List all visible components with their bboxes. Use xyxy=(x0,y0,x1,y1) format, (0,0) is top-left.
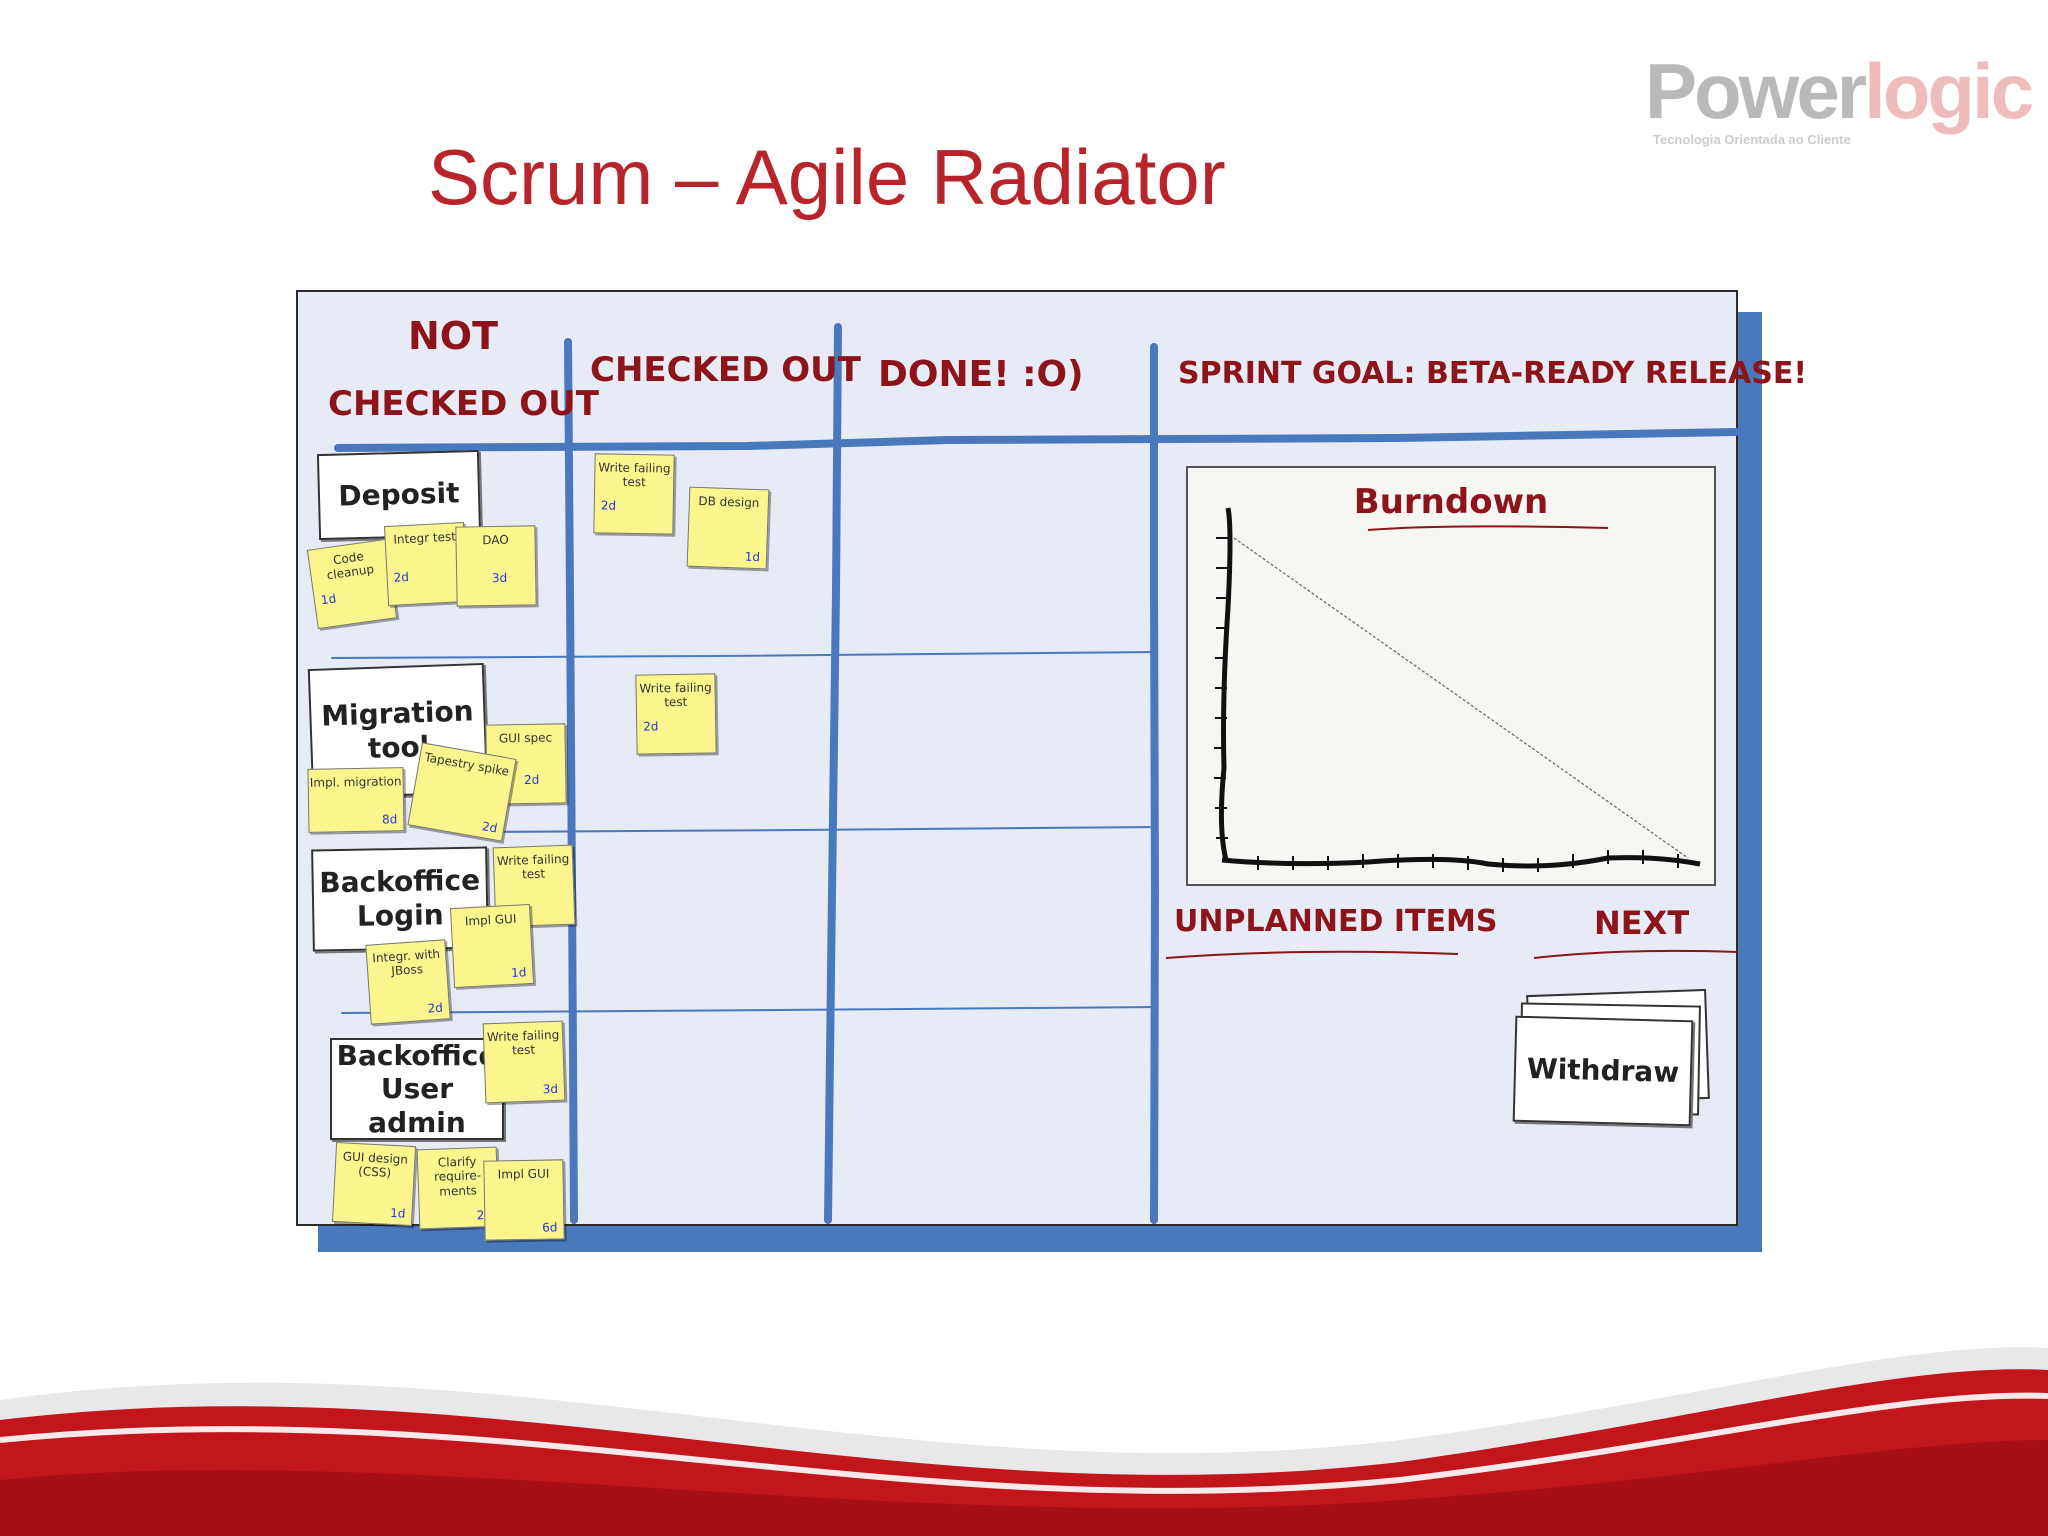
burndown-title: Burndown xyxy=(1353,482,1549,522)
burndown-x-axis xyxy=(1221,855,1701,869)
next-card-label: Withdraw xyxy=(1526,1052,1680,1090)
task-text: Write failing test xyxy=(598,460,671,490)
burndown-ideal-line xyxy=(1233,537,1689,859)
story-title: Backoffice xyxy=(336,1038,498,1072)
task-estimate: 1d xyxy=(744,549,761,564)
task-note-tapestry-spike: Tapestry spike 2d xyxy=(407,742,517,842)
story-title: Deposit xyxy=(337,476,460,513)
powerlogic-logo: Powerlogic Tecnologia Orientada ao Clien… xyxy=(1645,52,2034,152)
task-note-impl-gui-user-admin: Impl GUI 6d xyxy=(483,1159,565,1241)
header-divider-line xyxy=(334,428,1740,452)
task-estimate: 1d xyxy=(389,1205,406,1221)
column-header-not-checked-out-line1: Not xyxy=(408,314,499,358)
task-estimate: 3d xyxy=(542,1081,559,1096)
task-note-write-failing-test-deposit: Write failing test 2d xyxy=(593,453,675,535)
task-text: Write failing test xyxy=(496,851,570,882)
task-estimate: 2d xyxy=(480,818,499,836)
burndown-title-underline xyxy=(1367,525,1609,531)
story-card-backoffice-user-admin: Backoffice User admin xyxy=(330,1038,504,1140)
column-header-not-checked-out-line2: checked out xyxy=(328,384,599,424)
next-card-withdraw: Withdraw xyxy=(1512,1015,1694,1127)
task-estimate: 2d xyxy=(643,719,659,734)
task-estimate: 2d xyxy=(427,1000,444,1016)
task-estimate: 8d xyxy=(381,811,398,827)
burndown-y-ticks xyxy=(1214,537,1228,839)
slide-title: Scrum – Agile Radiator xyxy=(428,133,1226,221)
task-text: Integr. with JBoss xyxy=(371,946,441,979)
task-text: Impl GUI xyxy=(464,911,517,929)
task-text: Impl. migration xyxy=(309,774,402,790)
task-estimate: 2d xyxy=(523,772,540,787)
task-note-impl-migration: Impl. migration 8d xyxy=(307,767,405,833)
task-text: DB design xyxy=(698,493,760,511)
column-divider-1 xyxy=(564,338,578,1224)
story-title: Backoffice xyxy=(319,864,481,900)
unplanned-items-label: Unplanned items xyxy=(1174,904,1498,939)
next-label: Next xyxy=(1594,904,1690,942)
task-note-impl-gui-login: Impl GUI 1d xyxy=(449,903,535,989)
task-estimate: 2d xyxy=(393,569,410,585)
column-header-done: Done! :o) xyxy=(878,354,1084,395)
board-grid-lines xyxy=(331,323,1740,1224)
task-note-integr-with-jboss: Integr. with JBoss 2d xyxy=(365,939,451,1025)
logo-logic-text: logic xyxy=(1864,47,2034,135)
task-text: Clarify require-ments xyxy=(433,1154,482,1199)
task-note-db-design: DB design 1d xyxy=(686,486,770,570)
logo-tagline: Tecnologia Orientada ao Cliente xyxy=(1653,132,1851,147)
task-board: Not checked out Checked out Done! :o) Sp… xyxy=(296,290,1807,1241)
task-note-code-cleanup: Code cleanup 1d xyxy=(306,538,398,630)
burndown-chart: Burndown xyxy=(1186,466,1716,886)
burndown-x-ticks xyxy=(1257,850,1679,872)
task-text: Write failing test xyxy=(639,680,712,710)
column-divider-3 xyxy=(1150,343,1160,1224)
task-note-gui-design-css: GUI design (CSS) 1d xyxy=(331,1141,417,1227)
story-title: Migration xyxy=(320,694,475,734)
task-estimate: 1d xyxy=(510,964,527,980)
task-note-dao: DAO 3d xyxy=(455,525,537,607)
task-estimate: 6d xyxy=(542,1220,558,1235)
task-text: Impl GUI xyxy=(497,1166,550,1182)
task-estimate: 3d xyxy=(491,570,508,585)
logo-power-text: Power xyxy=(1645,47,1867,135)
task-text: Integr test xyxy=(392,529,457,547)
task-estimate: 1d xyxy=(320,591,338,608)
column-header-checked-out: Checked out xyxy=(590,350,861,390)
task-text: GUI design (CSS) xyxy=(342,1149,409,1181)
task-text: DAO xyxy=(482,532,509,548)
column-header-sprint-goal: Sprint goal: Beta-ready release! xyxy=(1178,356,1808,391)
task-text: Write failing test xyxy=(486,1027,560,1058)
story-title-line2: Login xyxy=(356,898,444,933)
story-title-line2: User admin xyxy=(368,1072,466,1139)
burndown-y-axis xyxy=(1218,507,1233,861)
task-note-write-failing-test-migration: Write failing test 2d xyxy=(635,673,717,755)
task-text: Code cleanup xyxy=(325,549,375,583)
row-divider-3 xyxy=(341,1006,1155,1014)
row-divider-2 xyxy=(477,826,1155,833)
task-note-write-failing-test-user-admin: Write failing test 3d xyxy=(482,1020,566,1104)
row-divider-1 xyxy=(331,651,1155,659)
burndown-drawing xyxy=(1214,507,1701,872)
column-divider-2 xyxy=(824,323,842,1224)
task-estimate: 2d xyxy=(600,498,617,513)
task-text: GUI spec xyxy=(498,730,553,746)
